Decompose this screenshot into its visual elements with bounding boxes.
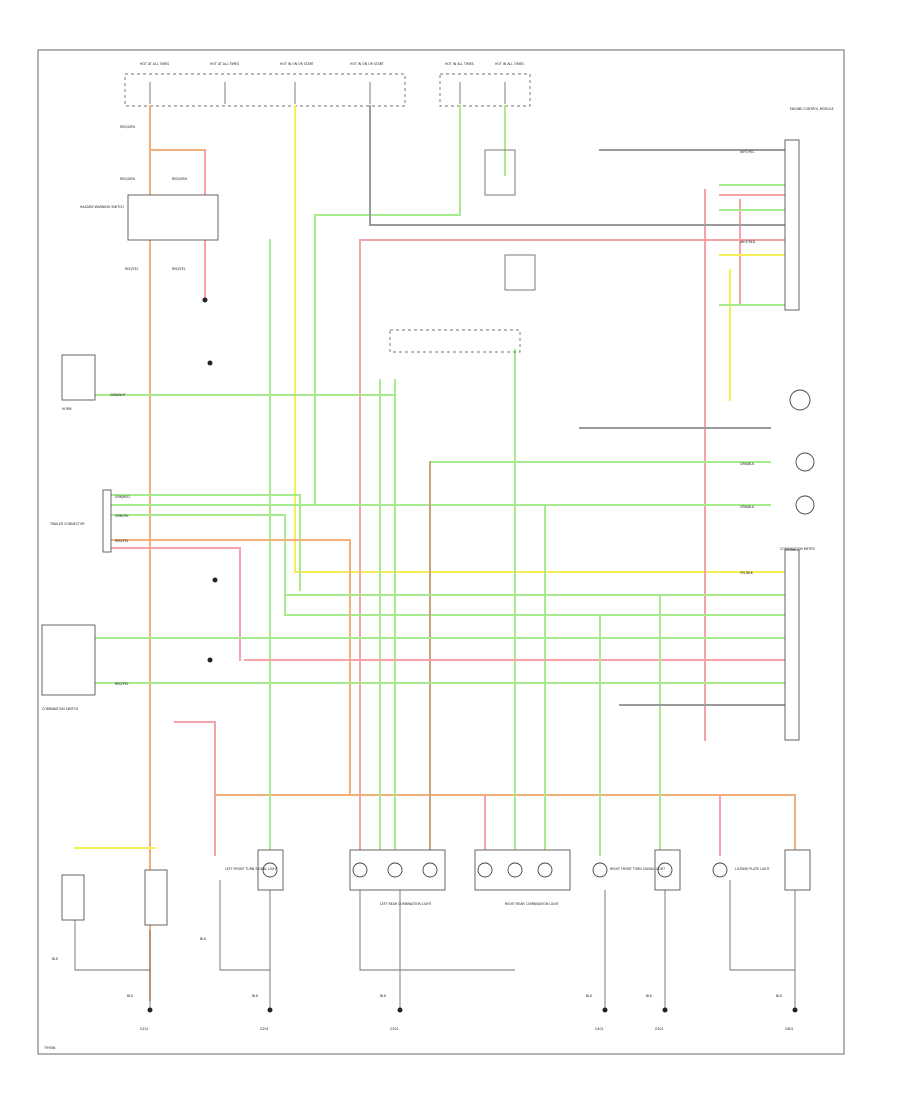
wire-label-20: WHT/YEL (740, 150, 755, 154)
hazard-warning-switch (127, 194, 219, 241)
label-horn: HORN (62, 407, 72, 411)
wire-label-11: YEL/BLK (740, 571, 754, 575)
wire-label-3: RED/GRN (172, 177, 187, 181)
ground-label-5: G501 (655, 1027, 664, 1031)
combination-switch-box (41, 624, 96, 696)
fuse-label-2: HOT AT ALL TIMES (210, 62, 239, 66)
fuse-label-3: HOT IN ON OR START (280, 62, 314, 66)
wires (74, 105, 796, 1010)
fuse-box-labels: HOT AT ALL TIMES HOT AT ALL TIMES HOT IN… (140, 62, 524, 66)
wire-label-10: RED/YEL (115, 682, 129, 686)
label-lr-combination: LEFT REAR COMBINATION LIGHT (380, 902, 431, 906)
diagram-frame (37, 49, 845, 1055)
fuse-label-6: HOT IN ALL TIMES (495, 62, 524, 66)
wire-label-2: RED/GRN (120, 177, 135, 181)
trailer-connector (102, 489, 112, 553)
label-hazard-switch: HAZARD WARNING SWITCH (80, 205, 124, 209)
components (41, 139, 815, 926)
component-labels: HAZARD WARNING SWITCH TRAILER CONNECTOR … (42, 107, 834, 906)
wire-label-16: BLK (646, 994, 653, 998)
wire-label-13: BLK (252, 994, 259, 998)
wire-label-1: RED/GRN (120, 125, 135, 129)
footer-code: 79936 (44, 1046, 56, 1050)
wire-label-19: BLK (200, 937, 207, 941)
ground-label-2: G201 (260, 1027, 269, 1031)
ecm-connector (784, 139, 800, 311)
label-rr-combination: RIGHT REAR COMBINATION LIGHT (505, 902, 559, 906)
label-license-light: LICENSE PLATE LIGHT (735, 867, 770, 871)
combination-meter-connector (784, 549, 800, 741)
wire-green-1 (314, 105, 461, 506)
ground-label-3: G301 (390, 1027, 399, 1031)
wire-label-8: GRN/YEL (115, 514, 129, 518)
wire-label-18: BLK (52, 957, 59, 961)
ground-label-1: G101 (140, 1027, 149, 1031)
wire-label-7: GRN/RED (115, 495, 130, 499)
label-rf-turn: RIGHT FRONT TURN SIGNAL LIGHT (610, 867, 665, 871)
label-combination-meter: COMBINATION METER (780, 547, 815, 551)
wire-orange-bus (214, 794, 796, 856)
fuse-label-4: HOT IN ON OR START (350, 62, 384, 66)
wire-label-9: RED/YEL (115, 539, 129, 543)
fuse-label-5: HOT IN ALL TIMES (445, 62, 474, 66)
fuse-label-1: HOT AT ALL TIMES (140, 62, 169, 66)
label-ecm: ENGINE CONTROL MODULE (790, 107, 834, 111)
wire-labels: RED/GRN RED/GRN RED/GRN RED/YEL RED/YEL … (52, 125, 783, 998)
wire-label-23: GRN/BLK (740, 505, 755, 509)
wire-label-12: BLK (127, 994, 134, 998)
wire-label-22: GRN/BLK (740, 462, 755, 466)
ground-labels: G101 G201 G301 G401 G501 G601 (140, 1027, 794, 1031)
horn-box (61, 354, 96, 401)
ground-symbols (147, 297, 798, 1013)
wire-label-5: RED/YEL (172, 267, 186, 271)
wire-label-6: GRN/WHT (110, 393, 126, 397)
wire-label-4: RED/YEL (125, 267, 139, 271)
wire-label-14: BLK (380, 994, 387, 998)
label-combination-switch: COMBINATION SWITCH (42, 707, 79, 711)
wire-yellow (294, 105, 786, 573)
label-trailer-connector: TRAILER CONNECTOR (49, 522, 85, 526)
fuse-boxes (124, 73, 531, 107)
label-lf-turn: LEFT FRONT TURN SIGNAL LIGHT (225, 867, 278, 871)
ground-label-6: G601 (785, 1027, 794, 1031)
ground-label-4: G401 (595, 1027, 604, 1031)
wire-label-21: WHT/RED (740, 240, 756, 244)
wire-label-15: BLK (586, 994, 593, 998)
wire-label-17: BLK (776, 994, 783, 998)
